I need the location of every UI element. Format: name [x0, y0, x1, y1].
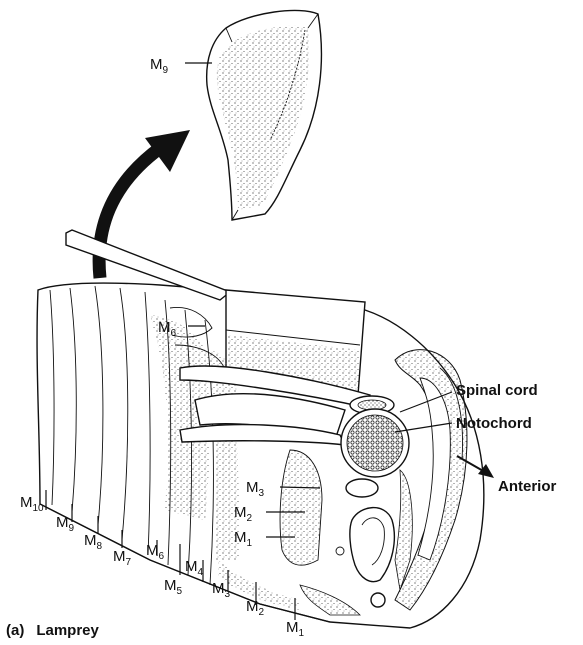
label-inset-m9: M9	[150, 56, 169, 76]
inset-myotome	[185, 10, 321, 220]
label-row-m7: M7	[113, 548, 132, 568]
label-spinal-cord: Spinal cord	[456, 382, 538, 399]
label-anterior: Anterior	[498, 478, 557, 495]
label-row-m5: M5	[164, 577, 183, 597]
figure-caption: (a)Lamprey	[6, 622, 100, 639]
label-row-m1: M1	[286, 619, 305, 639]
label-notochord: Notochord	[456, 415, 532, 432]
